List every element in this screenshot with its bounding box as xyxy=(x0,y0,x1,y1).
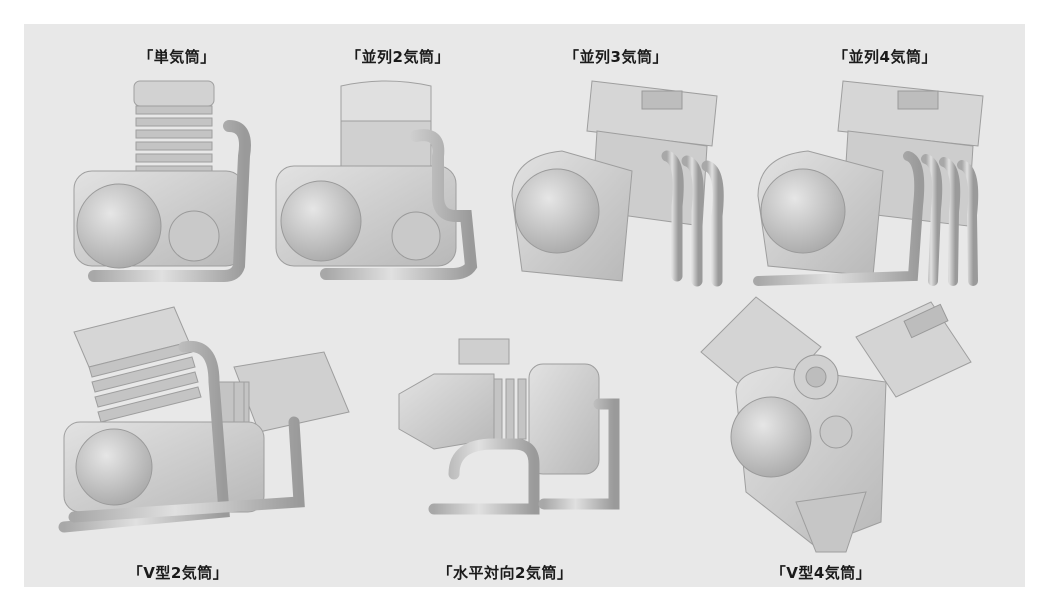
engine-label: 「水平対向2気筒」 xyxy=(437,564,573,582)
engine-label: 「V型2気筒」 xyxy=(127,564,229,582)
v-four-engine-image xyxy=(696,292,976,553)
engine-gallery-panel: 「単気筒」 「並列2気筒」 「並列3気筒」 xyxy=(24,24,1025,587)
engine-label: 「単気筒」 xyxy=(138,48,216,66)
parallel-twin-engine-image xyxy=(266,76,496,286)
inline-three-engine-image xyxy=(502,76,732,291)
engine-label: 「V型4気筒」 xyxy=(770,564,872,582)
engine-label: 「並列3気筒」 xyxy=(564,48,668,66)
engine-label: 「並列4気筒」 xyxy=(833,48,937,66)
inline-four-engine-image xyxy=(748,76,998,291)
v-twin-engine-image xyxy=(54,302,354,542)
single-cylinder-engine-image xyxy=(64,76,264,286)
engine-label: 「並列2気筒」 xyxy=(346,48,450,66)
flat-twin-engine-image xyxy=(394,334,624,515)
